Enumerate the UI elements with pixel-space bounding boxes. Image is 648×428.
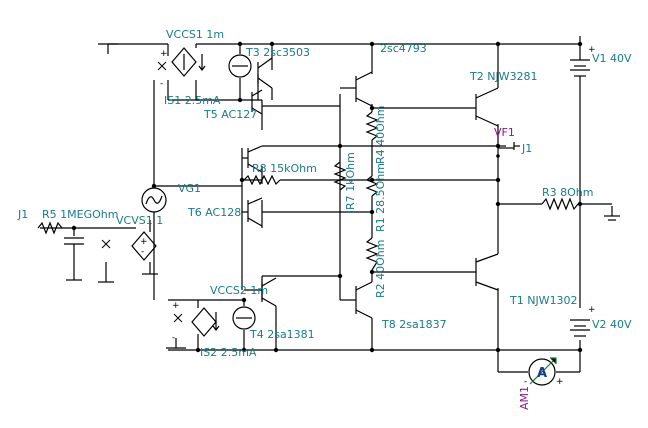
label-r3: R3 8Ohm — [542, 186, 593, 199]
vcvs1-source: + - — [101, 220, 157, 261]
is2-current-source — [232, 306, 256, 330]
r4-resistor — [365, 111, 379, 141]
t8-transistor — [355, 281, 373, 319]
label-t7: 2sc4793 — [380, 42, 427, 55]
r3-resistor — [541, 197, 579, 211]
svg-text:+: + — [172, 301, 180, 311]
label-r4: R4 40Ohm — [374, 106, 387, 164]
label-am1: AM1 — [518, 386, 531, 410]
label-r1: R1 28.5Ohm — [374, 163, 387, 232]
svg-text:-: - — [172, 333, 175, 343]
svg-text:-: - — [160, 79, 163, 89]
label-r7: R7 1kOhm — [344, 152, 357, 210]
svg-text:+: + — [140, 237, 148, 247]
vg1-generator — [141, 187, 167, 213]
label-t3: T3 2sc3503 — [245, 46, 310, 59]
r8-resistor — [243, 174, 281, 186]
svg-text:+: + — [588, 305, 596, 315]
t3-transistor — [257, 57, 273, 100]
label-vg1: VG1 — [178, 182, 201, 195]
ground-symbol-bottom-left — [166, 338, 186, 349]
c1-capacitor — [64, 237, 84, 266]
label-t8: T8 2sa1837 — [381, 318, 447, 331]
svg-text:-: - — [141, 247, 144, 257]
label-t4: T4 2sa1381 — [249, 328, 315, 341]
component-labels: VCCS1 1m IS1 2.5mA T3 2sc3503 T5 AC127 R… — [17, 28, 632, 410]
ground-symbol-c1 — [66, 266, 82, 281]
is1-current-source — [228, 54, 252, 78]
t5b-transistor — [242, 145, 263, 173]
ground-symbol-vcvs — [98, 262, 158, 283]
t7-transistor — [340, 71, 373, 107]
vccs1-source: + - — [157, 46, 206, 89]
label-vf1: VF1 — [494, 126, 515, 139]
vccs2-source: + - — [172, 301, 220, 343]
vf1-probe — [496, 142, 520, 158]
label-vcvs1: VCVS1 1 — [116, 214, 163, 227]
wiring — [40, 36, 612, 373]
label-is2: IS2 2.5mA — [200, 346, 257, 359]
svg-text:+: + — [588, 45, 596, 55]
t6-transistor — [242, 197, 263, 227]
t2-transistor — [475, 87, 499, 127]
label-j1-left: J1 — [17, 208, 28, 221]
label-r5: R5 1MEGOhm — [42, 208, 118, 221]
label-is1: IS1 2.5mA — [164, 94, 221, 107]
label-v1: V1 40V — [592, 52, 632, 65]
r5-resistor — [37, 221, 63, 235]
junction-dots — [71, 41, 583, 353]
svg-text:-: - — [524, 377, 527, 387]
label-vccs1: VCCS1 1m — [166, 28, 224, 41]
svg-text:+: + — [160, 49, 168, 59]
label-vccs2: VCCS2 1m — [210, 284, 268, 297]
label-r2: R2 40Ohm — [374, 240, 387, 298]
ground-symbol-top-left — [98, 43, 118, 54]
t4-transistor — [261, 277, 277, 307]
am1-ammeter: - + — [524, 357, 564, 387]
label-v2: V2 40V — [592, 318, 632, 331]
label-t6: T6 AC128 — [187, 206, 241, 219]
r2-resistor — [365, 237, 379, 271]
ground-symbol-right — [604, 206, 620, 221]
t5-transistor — [251, 89, 263, 115]
label-r8: R8 15kOhm — [252, 162, 317, 175]
r1-resistor — [365, 175, 379, 197]
label-t1: T1 NJW1302 — [509, 294, 578, 307]
label-j1-right: J1 — [521, 142, 532, 155]
t1-transistor — [475, 253, 499, 291]
svg-text:+: + — [556, 377, 564, 387]
label-t2: T2 NJW3281 — [469, 70, 538, 83]
label-t5: T5 AC127 — [203, 108, 257, 121]
ammeter-letter: A — [537, 366, 547, 381]
v2-battery: + — [570, 305, 596, 337]
v1-battery: + — [570, 45, 596, 77]
r7-resistor — [333, 161, 347, 191]
